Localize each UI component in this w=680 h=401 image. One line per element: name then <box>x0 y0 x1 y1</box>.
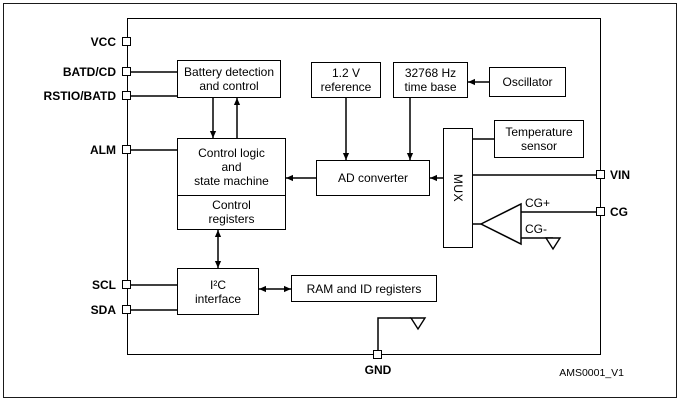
block-label: 1.2 V <box>331 66 361 80</box>
block-i2c-interface: I²C interface <box>177 268 259 315</box>
block-label: interface <box>194 291 242 306</box>
block-label: AD converter <box>337 171 409 185</box>
block-label: registers <box>208 212 255 227</box>
pin-cg <box>596 207 605 216</box>
block-ram-id-registers: RAM and ID registers <box>291 275 437 302</box>
pin-alm <box>122 145 131 154</box>
ground-icon <box>544 237 562 251</box>
pin-label-alm: ALM <box>90 143 116 157</box>
block-label: Oscillator <box>502 75 553 89</box>
signal-label-cg-plus: CG+ <box>525 196 551 210</box>
block-voltage-reference: 1.2 V reference <box>311 62 381 98</box>
block-label: I²C <box>210 277 226 292</box>
block-label: state machine <box>194 174 269 188</box>
block-label: Control <box>212 198 251 213</box>
block-time-base: 32768 Hz time base <box>393 62 468 98</box>
pin-label-cg: CG <box>610 205 628 219</box>
wire-gnd <box>377 317 411 351</box>
pin-batd-cd <box>122 67 131 76</box>
figure-id: AMS0001_V1 <box>559 367 624 379</box>
block-control-logic: Control logic and state machine <box>177 138 286 196</box>
pin-label-rstio: RSTIO/BATD <box>43 89 116 103</box>
block-ad-converter: AD converter <box>316 160 430 196</box>
block-label: and <box>221 160 242 174</box>
block-label: MUX <box>451 173 466 203</box>
block-mux: MUX <box>443 128 473 248</box>
ground-icon <box>409 317 427 331</box>
block-label: Temperature <box>505 125 573 139</box>
block-control-registers: Control registers <box>177 194 286 230</box>
pin-rstio-batd <box>122 91 131 100</box>
block-label: reference <box>320 80 372 94</box>
pin-gnd <box>373 350 382 359</box>
pin-vcc <box>122 37 131 46</box>
block-oscillator: Oscillator <box>489 67 566 97</box>
block-label: RAM and ID registers <box>306 281 422 296</box>
pin-label-sda: SDA <box>90 303 116 317</box>
pin-label-vcc: VCC <box>90 35 116 49</box>
block-label: Control logic <box>198 146 265 160</box>
pin-scl <box>122 280 131 289</box>
block-label: sensor <box>520 139 558 153</box>
chip-outline <box>127 18 601 355</box>
page-border <box>3 3 677 398</box>
block-label: time base <box>404 80 457 94</box>
block-battery-detection: Battery detection and control <box>177 60 281 98</box>
pin-sda <box>122 305 131 314</box>
block-label: Battery detection <box>183 65 275 79</box>
pin-vin <box>596 170 605 179</box>
signal-label-cg-minus: CG- <box>525 222 547 236</box>
pin-label-scl: SCL <box>92 278 116 292</box>
pin-label-batd: BATD/CD <box>62 65 116 79</box>
pin-label-gnd: GND <box>364 363 392 377</box>
pin-label-vin: VIN <box>610 168 631 182</box>
block-temperature-sensor: Temperature sensor <box>494 120 584 158</box>
amplifier-icon <box>479 202 522 246</box>
block-label: and control <box>199 79 259 93</box>
block-label: 32768 Hz <box>404 66 457 80</box>
